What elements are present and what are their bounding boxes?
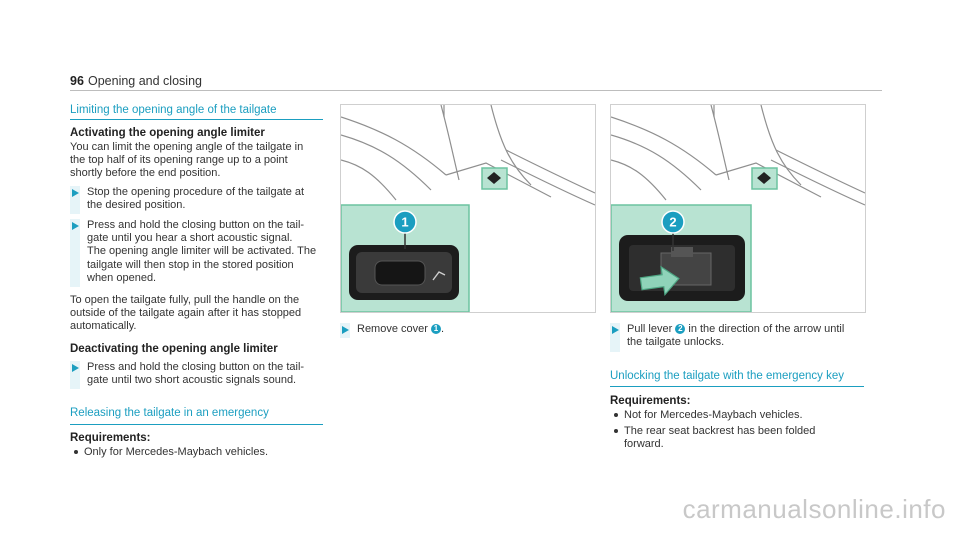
section-rule [70, 424, 323, 425]
step-arrow-icon [72, 189, 79, 197]
section-title-limiting: Limiting the opening angle of the tailga… [70, 104, 277, 116]
step-arrow-icon [72, 364, 79, 372]
section-title-releasing: Releasing the tailgate in an emergency [70, 407, 269, 419]
figure-1-illustration: 1 [341, 105, 595, 312]
figure-remove-cover: 1 [340, 104, 596, 313]
figure-2-illustration: 2 [611, 105, 865, 312]
callout-1: 1 [401, 215, 408, 230]
figure-pull-lever: 2 [610, 104, 866, 313]
heading-deactivating: Deactivating the opening angle limiter [70, 343, 278, 355]
section-rule [70, 119, 323, 120]
activating-intro: You can limit the opening angle of the t… [70, 141, 304, 180]
requirements-label: Requirements: [70, 432, 151, 444]
step-arrow-icon [342, 326, 349, 334]
section-rule [610, 386, 864, 387]
callout-2: 2 [669, 215, 676, 230]
section-title-unlocking: Unlocking the tailgate with the emergenc… [610, 370, 844, 382]
open-fully-note: To open the tailgate fully, pull the han… [70, 294, 302, 333]
requirements-label: Requirements: [610, 395, 691, 407]
page-number: 96 [70, 74, 84, 88]
page-title: Opening and closing [88, 74, 202, 88]
callout-ref-2: 2 [675, 324, 686, 334]
watermark-text: carmanualsonline.info [682, 494, 946, 524]
heading-activating: Activating the opening angle limiter [70, 127, 265, 139]
step-arrow-icon [72, 222, 79, 230]
callout-ref-1: 1 [430, 324, 441, 334]
step-arrow-icon [612, 326, 619, 334]
header-rule [70, 90, 882, 91]
